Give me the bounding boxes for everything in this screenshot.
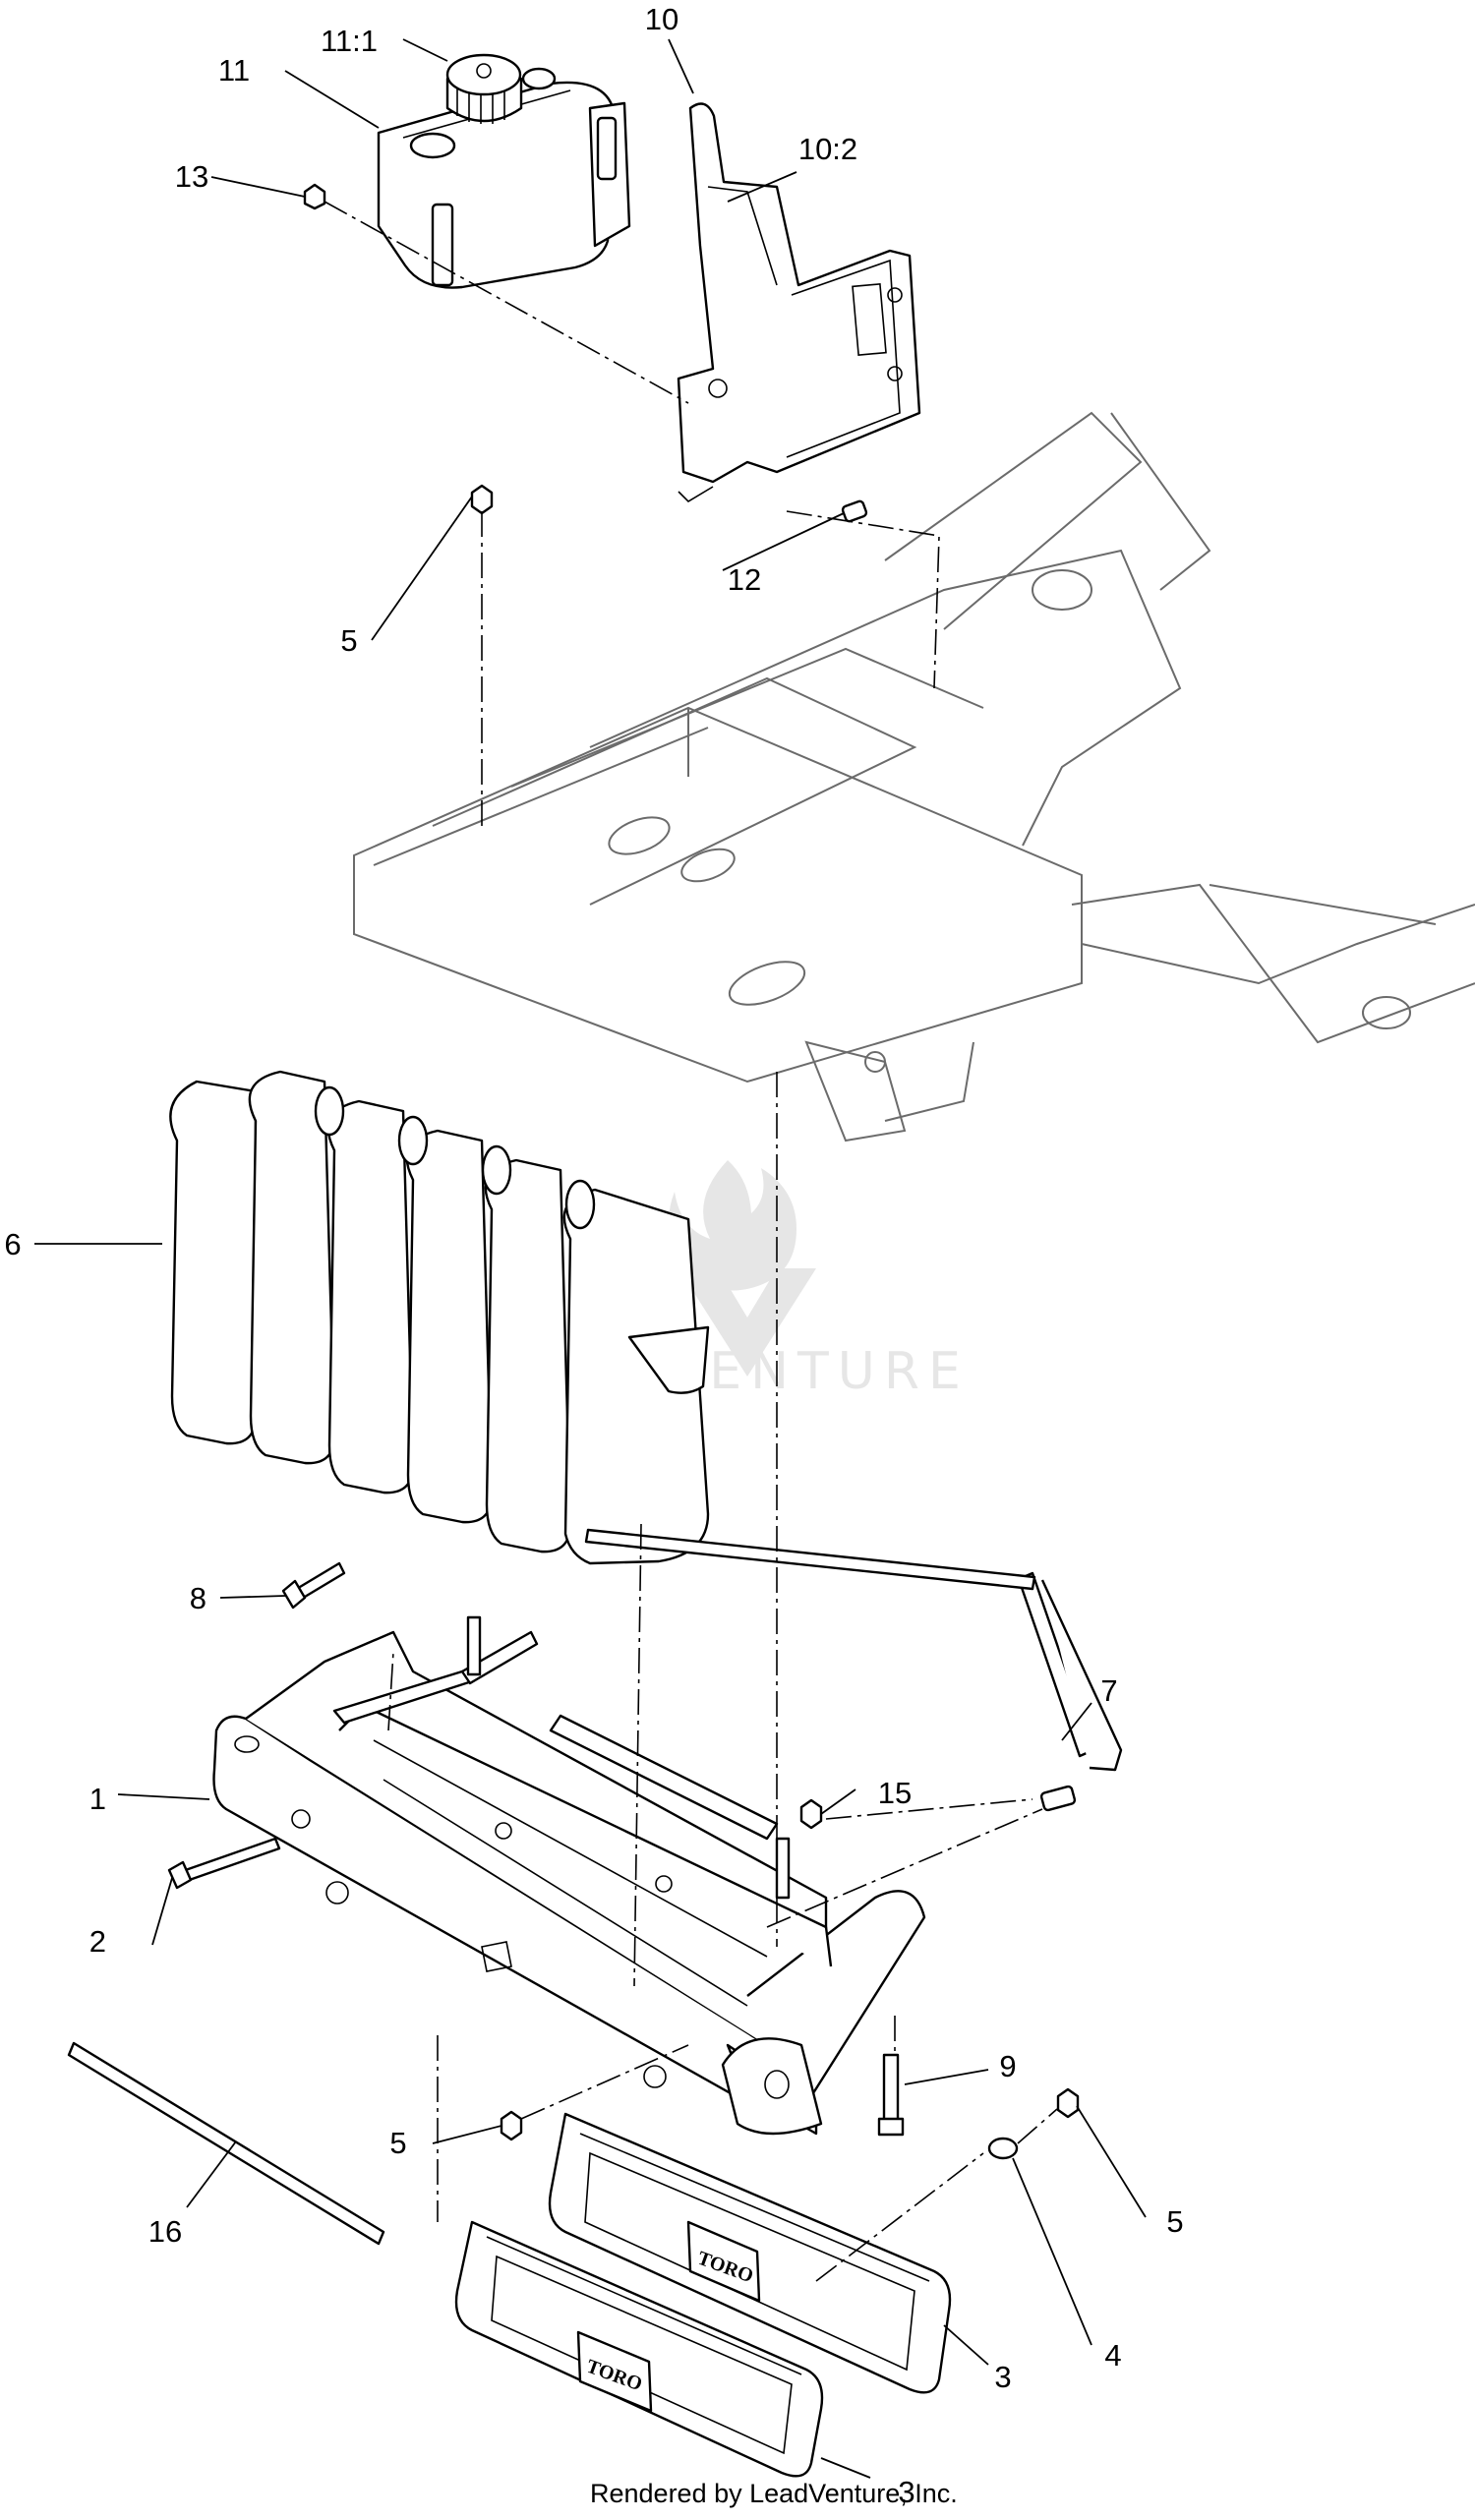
- callout-5-frame: 5: [340, 623, 357, 658]
- callout-10-2: 10:2: [798, 132, 857, 166]
- callout-10: 10: [645, 2, 678, 36]
- callout-6: 6: [4, 1227, 21, 1261]
- callout-8: 8: [190, 1581, 206, 1615]
- mounting-bracket: [677, 102, 921, 503]
- front-weight-lower: TORO: [454, 2220, 824, 2478]
- callout-3-lower: 3: [898, 2475, 914, 2509]
- callout-4: 4: [1104, 2338, 1121, 2373]
- front-weight-upper: TORO: [548, 2112, 952, 2394]
- callout-16: 16: [148, 2214, 182, 2249]
- pin-12: [841, 499, 868, 523]
- weight-bracket: [212, 1630, 926, 2136]
- alignment-lines: [324, 201, 1058, 2282]
- weight-rods: [332, 1615, 791, 1900]
- callout-labels: 1 2 3 3 4 5 5 5 6 7 8 9 10 10:2 11 11:1 …: [4, 2, 1183, 2509]
- reservoir-tank: [377, 67, 631, 289]
- callout-3-upper: 3: [994, 2360, 1011, 2394]
- leader-lines: [34, 38, 1147, 2479]
- strip-16: [67, 2041, 385, 2246]
- callout-11-1: 11:1: [321, 24, 378, 58]
- rendered-by-credit: Rendered by LeadVenture, Inc.: [590, 2479, 958, 2508]
- callout-9: 9: [999, 2049, 1016, 2083]
- reservoir-cap: [445, 53, 523, 124]
- callout-11: 11: [218, 53, 250, 88]
- callout-13: 13: [175, 159, 208, 194]
- weight-stack: [169, 1070, 710, 1565]
- callout-5-bracket: 5: [389, 2126, 406, 2160]
- hardware: [167, 183, 1080, 2160]
- callout-15: 15: [878, 1776, 912, 1810]
- callout-12: 12: [728, 562, 761, 597]
- callout-1: 1: [89, 1782, 106, 1816]
- rod-7: [584, 1528, 1123, 1812]
- callout-5-weight: 5: [1166, 2204, 1183, 2239]
- callout-7: 7: [1100, 1673, 1117, 1708]
- callout-2: 2: [89, 1924, 106, 1959]
- mower-frame: [353, 411, 1475, 1143]
